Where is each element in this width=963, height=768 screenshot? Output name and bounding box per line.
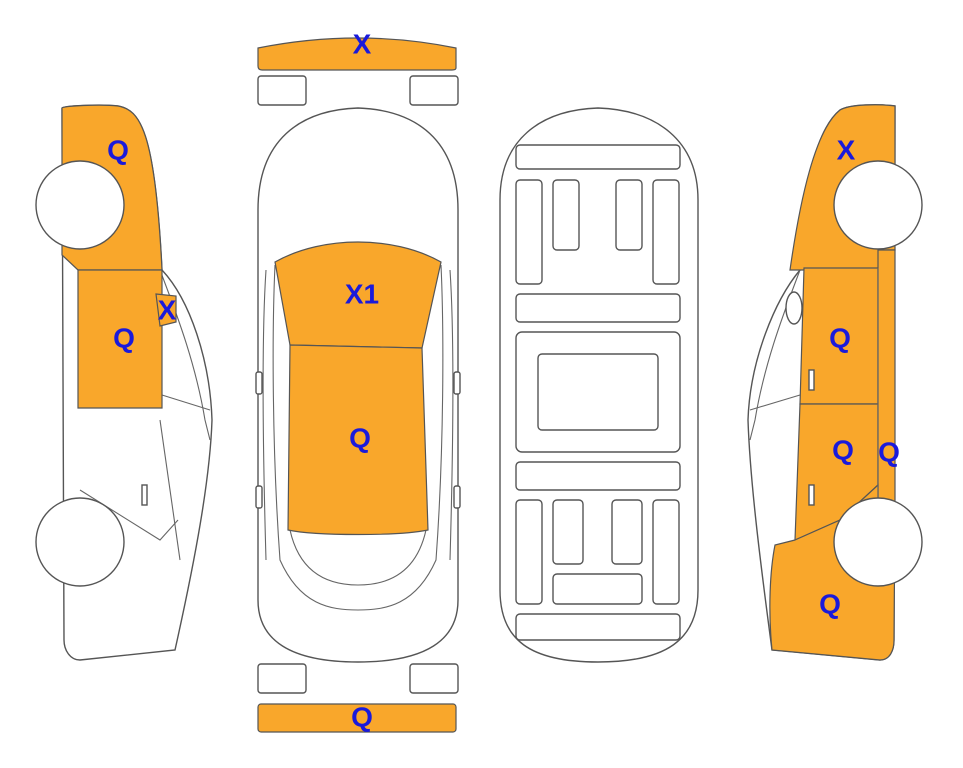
left-front-door-part[interactable]: Q xyxy=(77,269,163,409)
right-rear-door-edge-marker: Q xyxy=(878,436,900,467)
front-bumper-marker: X xyxy=(353,28,372,59)
rear-bumper-part[interactable]: Q xyxy=(257,701,457,733)
rear-bumper-shape xyxy=(257,703,457,733)
right-rear-quarter-marker: Q xyxy=(819,588,841,619)
left-mirror-shape xyxy=(155,293,177,327)
left-front-wheel xyxy=(35,160,125,250)
roof-main-shape xyxy=(287,344,429,536)
roof-front-shape xyxy=(274,241,442,349)
right-taillight xyxy=(409,663,459,694)
left-front-fender-marker: Q xyxy=(107,134,129,165)
roof-main-marker: Q xyxy=(349,422,371,453)
right-rear-door-edge-part[interactable]: Q xyxy=(877,249,900,506)
left-front-door-marker: Q xyxy=(113,322,135,353)
front-bumper-shape xyxy=(257,37,457,71)
left-front-door-shape xyxy=(77,269,163,409)
right-headlight xyxy=(409,75,459,106)
underbody-view xyxy=(499,107,699,663)
front-bumper-part[interactable]: X xyxy=(257,28,457,71)
left-mirror-part[interactable]: X xyxy=(155,293,177,327)
left-taillight xyxy=(257,663,307,694)
rear-bumper-marker: Q xyxy=(351,701,373,732)
roof-front-marker: X1 xyxy=(345,278,379,309)
right-rear-door-marker: Q xyxy=(832,434,854,465)
right-front-fender-marker: X xyxy=(837,134,856,165)
roof-front-part[interactable]: X1 xyxy=(274,241,442,349)
right-rear-wheel xyxy=(833,497,923,587)
right-front-door-marker: Q xyxy=(829,322,851,353)
left-headlight xyxy=(257,75,307,106)
left-rear-wheel xyxy=(35,497,125,587)
roof-main-part[interactable]: Q xyxy=(287,344,429,536)
right-front-wheel xyxy=(833,160,923,250)
left-mirror-marker: X xyxy=(158,294,177,325)
